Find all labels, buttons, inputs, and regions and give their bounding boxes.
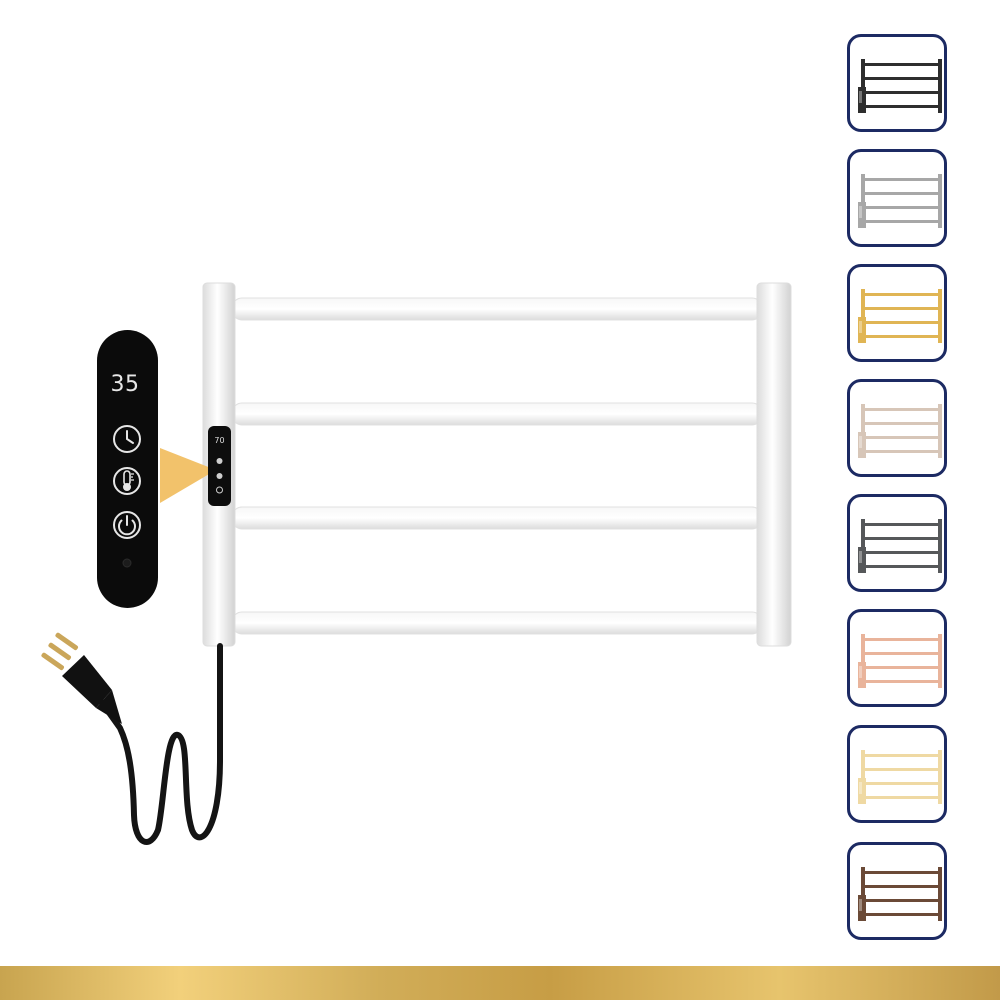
rack-bars [231,297,763,635]
clock-icon[interactable] [110,422,144,456]
swatch-rack-icon [858,519,942,573]
rack-bar [231,402,763,426]
swatch-light-gold[interactable] [847,725,947,823]
footer-gold-bar [0,966,1000,1000]
swatch-rack-icon [858,867,942,921]
swatch-rack-icon [858,59,942,113]
swatch-black[interactable] [847,34,947,132]
rack-bar [231,297,763,321]
swatch-bronze[interactable] [847,842,947,940]
swatch-gunmetal[interactable] [847,494,947,592]
thermometer-icon[interactable] [110,464,144,498]
swatch-rack-icon [858,750,942,804]
callout-pointer [160,448,216,503]
swatch-rack-icon [858,404,942,458]
status-led-icon [122,558,132,568]
power-cord [97,643,223,845]
swatch-silver[interactable] [847,149,947,247]
rack-right-post [756,282,792,647]
control-panel-zoom: 35 [97,330,158,608]
swatch-rose-gold[interactable] [847,609,947,707]
rack-controller: 70 [208,426,231,506]
swatch-rack-icon [858,634,942,688]
swatch-gold[interactable] [847,264,947,362]
rack-bar [231,611,763,635]
swatch-champagne[interactable] [847,379,947,477]
power-plug [41,632,122,724]
swatch-rack-icon [858,174,942,228]
swatch-rack-icon [858,289,942,343]
svg-text:70: 70 [214,436,224,445]
power-icon[interactable] [110,508,144,542]
temperature-display: 35 [110,372,140,397]
rack-bar [231,506,763,530]
